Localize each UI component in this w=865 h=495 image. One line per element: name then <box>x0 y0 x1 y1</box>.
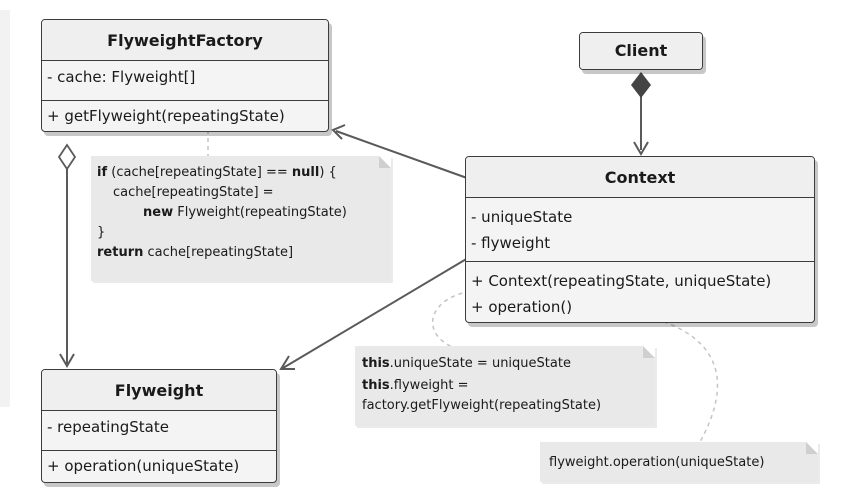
note-line: factory.getFlyweight(repeatingState) <box>362 398 602 413</box>
code-text: ) { <box>319 165 337 180</box>
flyweight-factory-class: FlyweightFactory - cache: Flyweight[] + … <box>41 19 329 132</box>
context-class: Context - uniqueState - flyweight + Cont… <box>465 156 815 323</box>
class-method: + operation() <box>471 298 573 316</box>
class-method: + getFlyweight(repeatingState) <box>47 107 285 125</box>
code-keyword: new <box>143 205 174 220</box>
code-keyword: this <box>362 378 390 393</box>
note-fold-corner <box>643 346 655 358</box>
context-factory-arrowhead <box>331 124 346 140</box>
context-methods: + Context(repeatingState, uniqueState) +… <box>466 262 814 320</box>
code-text: (cache[repeatingState] == <box>107 165 292 180</box>
code-text: cache[repeatingState] <box>143 245 294 260</box>
class-field: - flyweight <box>471 234 551 252</box>
flyweight-methods: + operation(uniqueState) <box>42 451 276 475</box>
aggregation-diamond <box>57 143 77 171</box>
code-keyword: this <box>362 356 390 371</box>
class-field: - uniqueState <box>471 208 573 226</box>
context-flyweight-arrowhead <box>279 355 295 370</box>
factory-flyweight-arrowhead <box>59 353 75 368</box>
composition-diamond <box>631 72 651 98</box>
client-class: Client <box>579 32 703 70</box>
flyweight-class: Flyweight - repeatingState + operation(u… <box>41 369 277 483</box>
code-text: Flyweight(repeatingState) <box>173 205 347 220</box>
code-text: .uniqueState = uniqueState <box>389 356 571 371</box>
note-fold-corner <box>806 442 818 454</box>
context-title: Context <box>466 157 814 198</box>
flyweight-fields: - repeatingState <box>42 411 276 451</box>
note-line: this.flyweight = <box>362 376 655 396</box>
note-line: this.uniqueState = uniqueState <box>362 354 655 374</box>
code-text: .flyweight = <box>389 378 469 393</box>
context-flyweight-line <box>282 257 469 369</box>
class-method: + Context(repeatingState, uniqueState) <box>471 272 772 290</box>
note-line: return cache[repeatingState] <box>97 243 391 263</box>
class-field: - repeatingState <box>47 418 169 436</box>
note-line: if (cache[repeatingState] == null) { <box>97 163 391 183</box>
code-keyword: null <box>291 165 320 180</box>
flyweight-factory-title: FlyweightFactory <box>42 20 328 61</box>
class-field: - cache: Flyweight[] <box>47 68 196 86</box>
client-title: Client <box>580 33 702 69</box>
left-margin-strip <box>0 10 10 407</box>
flyweight-title: Flyweight <box>42 370 276 411</box>
context-fields: - uniqueState - flyweight <box>466 198 814 262</box>
factory-code-note: if (cache[repeatingState] == null) { cac… <box>91 156 391 281</box>
note-line: flyweight.operation(uniqueState) <box>549 455 765 470</box>
flyweight-factory-methods: + getFlyweight(repeatingState) <box>42 101 328 125</box>
class-method: + operation(uniqueState) <box>47 457 240 475</box>
code-keyword: return <box>97 245 144 260</box>
code-keyword: if <box>97 165 108 180</box>
note-fold-corner <box>379 156 391 168</box>
note-line: } <box>97 225 106 240</box>
context-constructor-note: this.uniqueState = uniqueState this.flyw… <box>355 346 655 426</box>
note-line: new Flyweight(repeatingState) <box>97 203 391 223</box>
client-context-arrowhead <box>633 141 649 156</box>
operation-note: flyweight.operation(uniqueState) <box>540 442 818 482</box>
flyweight-factory-fields: - cache: Flyweight[] <box>42 61 328 101</box>
context-factory-line <box>335 130 468 179</box>
note-line: cache[repeatingState] = <box>113 185 274 200</box>
